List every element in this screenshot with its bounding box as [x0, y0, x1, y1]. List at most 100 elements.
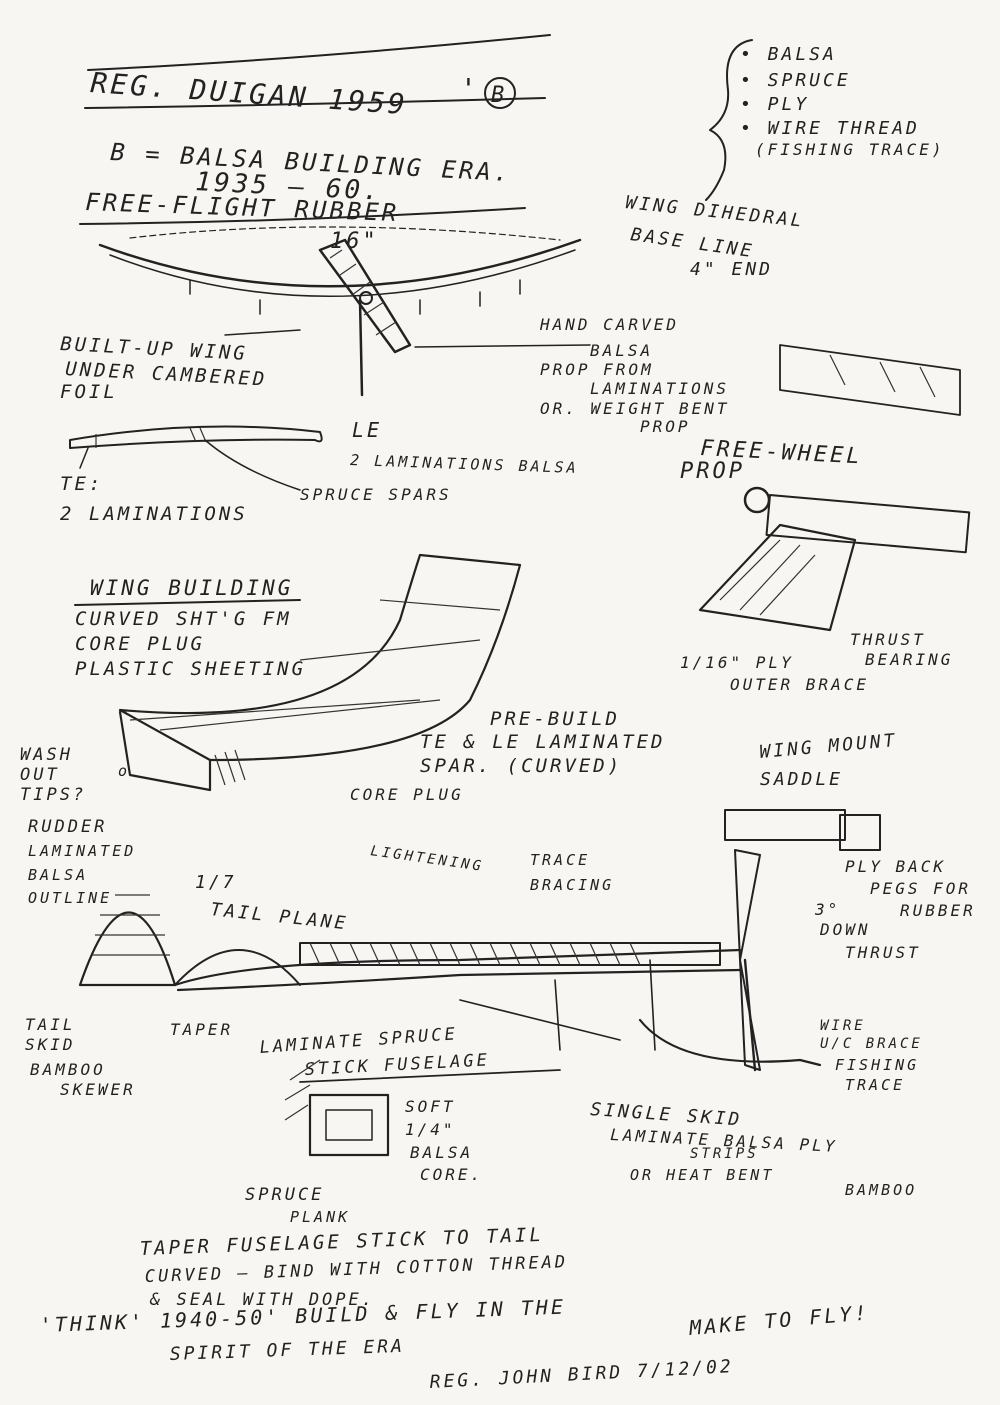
ply-back-label-1: PLY BACK [845, 857, 946, 876]
wing-building-line-1: CURVED SHT'G FM [75, 608, 292, 630]
lightening-label: LIGHTENING [369, 843, 484, 875]
freewheel-hub [743, 486, 771, 514]
rudder-label-3: BALSA [28, 866, 88, 884]
washout-label-1: WASH [20, 745, 73, 765]
material-item-spruce: • SPRUCE [740, 70, 851, 91]
prop-label-5: OR. WEIGHT BENT [540, 399, 730, 418]
spruce-plank-label-1: SPRUCE [245, 1185, 324, 1205]
section-arrows [79, 439, 301, 491]
sketch-title: REG. DUIGAN 1959 [90, 66, 409, 121]
wing-dihedral-curve-lower [109, 249, 576, 298]
core-plug-label: CORE PLUG [350, 785, 464, 804]
material-item-wire: • WIRE THREAD [740, 118, 920, 139]
wire-brace-label-2: U/C BRACE [820, 1036, 923, 1052]
trace-bracing [459, 959, 656, 1051]
tailskid-label-2: SKID [25, 1035, 76, 1054]
tailskid-label-1: TAIL [25, 1015, 76, 1034]
fuselage-cross-section [308, 1093, 390, 1157]
footer-line-5: SPIRIT OF THE ERA [169, 1336, 405, 1365]
wing-base-line [129, 226, 561, 241]
freewheel-prop: PROP [680, 459, 745, 484]
rudder-label-2: LAMINATED [28, 842, 136, 860]
lamination-label: 2 LAMINATIONS BALSA [350, 451, 579, 477]
rudder-label-4: OUTLINE [28, 889, 112, 907]
wing-end-label: 4" END [690, 259, 773, 280]
wire-brace-label-4: TRACE [845, 1076, 905, 1094]
wire-brace-label-3: FISHING [835, 1056, 919, 1074]
wire-brace-label-1: WIRE [820, 1018, 866, 1034]
wing-rib-ticks [189, 279, 521, 315]
prop-shaft [358, 298, 364, 397]
material-item-ply: • PLY [740, 94, 809, 115]
washout-label-2: OUT [20, 765, 60, 785]
pre-build-line-1: PRE-BUILD [490, 708, 620, 730]
prop-blade-hatching [329, 249, 397, 336]
spruce-plank-label-2: PLANK [290, 1208, 350, 1226]
wing-building-line-3: PLASTIC SHEETING [75, 658, 306, 680]
soft-core-label-1: SOFT [405, 1097, 456, 1116]
tailskid-label-3: BAMBOO [30, 1060, 106, 1079]
down-thrust-label-1: 3° [814, 900, 840, 919]
ply-label-1: 1/16" PLY [680, 653, 794, 672]
subtitle-underline [79, 207, 526, 225]
builtup-label-3: FOIL [60, 381, 118, 403]
trace-label-2: BRACING [530, 876, 614, 894]
soft-core-label-3: BALSA [410, 1143, 473, 1162]
builtup-arrow [224, 329, 301, 336]
former-front-face [118, 710, 212, 792]
rudder-ribs [92, 894, 170, 956]
pre-build-line-3: SPAR. (CURVED) [420, 755, 622, 777]
prop-label-arrow [414, 344, 591, 348]
circled-mark: B [491, 83, 507, 108]
mount-label-1: WING MOUNT [759, 730, 899, 763]
laminate-underline [299, 1069, 561, 1083]
airfoil-outline [69, 425, 323, 449]
soft-core-label-4: CORE. [420, 1165, 483, 1184]
balsa-core-section [325, 1109, 373, 1141]
footer-line-3: & SEAL WITH DOPE. [149, 1290, 375, 1310]
small-prop-sketch [779, 344, 961, 416]
freewheel-detail: FREE-WHEEL PROP THRUST BEARING 1/16" PLY… [680, 344, 971, 694]
wing-mount-hatch [309, 942, 641, 966]
header-block: REG. DUIGAN 1959 ' B B = BALSA BUILDING … [79, 34, 551, 227]
wing-building-underline [74, 599, 301, 606]
prop-blade-outline [318, 238, 412, 354]
title-overline [87, 34, 551, 71]
prop-label-1: HAND CARVED [539, 315, 679, 334]
wing-dihedral-curve [98, 238, 582, 288]
former-hatch [214, 749, 246, 786]
down-thrust-label-2: DOWN [819, 920, 871, 939]
tailplane-curve [174, 949, 301, 986]
prop-hub [359, 291, 373, 305]
skid-label-3: STRIPS [690, 1146, 759, 1162]
undercarriage-skid [638, 1018, 822, 1067]
ply-back-label-2: PEGS FOR [870, 879, 971, 898]
taper-label: TAPER [170, 1020, 233, 1039]
te-label-1: TE: [60, 473, 103, 495]
material-item-trace: (FISHING TRACE) [755, 140, 945, 159]
down-thrust-label-3: THRUST [845, 943, 921, 962]
ply-label-2: OUTER BRACE [730, 675, 869, 694]
prop-label-3: PROP FROM [540, 360, 654, 379]
footer-make-to-fly: MAKE TO FLY! [687, 1300, 870, 1340]
fuselage-side-view: RUDDER LAMINATED BALSA OUTLINE 1/7 TAIL … [25, 730, 973, 1226]
small-prop-hatch [829, 354, 936, 398]
saddle-block [724, 809, 846, 841]
thrust-label-2: BEARING [865, 650, 953, 669]
washout-label-3: TIPS? [20, 785, 86, 805]
tailplane-label: TAIL PLANE [209, 899, 349, 934]
rudder-outline [78, 911, 177, 987]
material-item-balsa: • BALSA [740, 44, 837, 65]
former-ribs [129, 599, 501, 731]
wing-dim-label: 16" [330, 229, 379, 254]
fraction-label: 1/7 [195, 872, 237, 893]
spruce-spars-label: SPRUCE SPARS [300, 485, 452, 504]
skid-label-5: BAMBOO [845, 1181, 917, 1199]
washout-degree: o [118, 762, 130, 780]
wing-building-title: WING BUILDING [90, 576, 293, 600]
section-hatch [284, 1059, 321, 1121]
freewheel-nose-block [765, 493, 971, 554]
prop-label-2: BALSA [590, 341, 653, 360]
ply-brace-plate [698, 523, 857, 632]
